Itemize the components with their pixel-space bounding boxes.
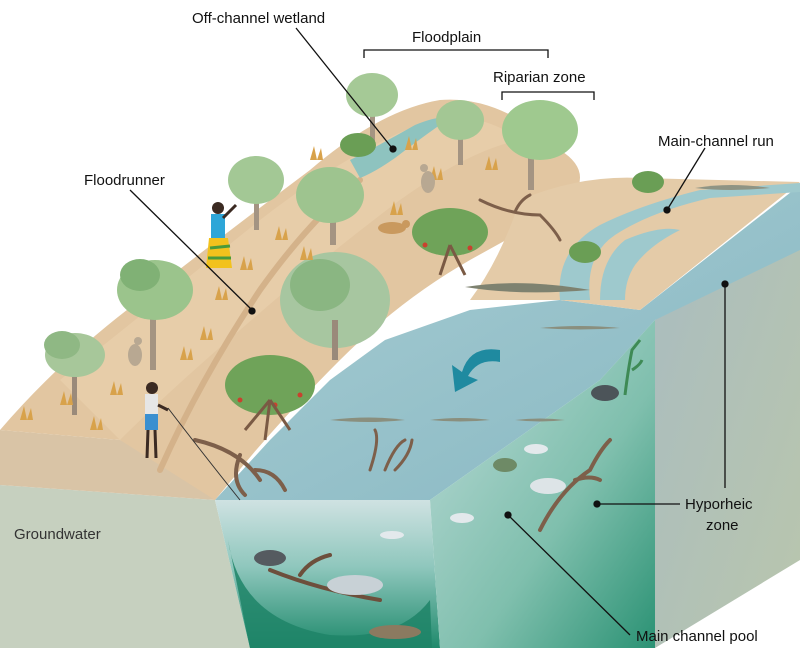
fish: [254, 385, 619, 639]
tree-5-weeping: [280, 252, 390, 360]
groundwater-block: [0, 430, 250, 648]
trees: [44, 73, 664, 441]
pool-basin: [228, 540, 432, 648]
label-hyporheic-line1: Hyporheic: [685, 496, 753, 513]
main-channel-run-water: [559, 183, 800, 300]
annotation-lines: [129, 27, 729, 636]
label-floodrunner: Floodrunner: [84, 172, 165, 189]
crocodile-bank: [465, 283, 590, 293]
label-main-channel-run: Main-channel run: [658, 133, 774, 150]
person-woman: [206, 202, 238, 268]
tree-3: [228, 156, 284, 230]
person-fisher: [145, 382, 241, 501]
tree-2: [117, 259, 193, 370]
label-main-channel-pool: Main channel pool: [636, 628, 758, 645]
shrub-red-1: [225, 355, 315, 441]
aquatic-plant: [623, 339, 644, 396]
label-off-channel-wetland: Off-channel wetland: [192, 10, 325, 27]
label-riparian-zone: Riparian zone: [493, 69, 586, 86]
channel-branch: [600, 228, 680, 300]
crocodile-far: [695, 185, 770, 190]
label-floodplain: Floodplain: [412, 29, 481, 46]
crocodiles-water: [330, 326, 620, 422]
wildlife: [128, 164, 770, 639]
label-groundwater: Groundwater: [14, 526, 101, 543]
shrub-small-2: [632, 171, 664, 193]
kangaroo-1: [128, 337, 142, 366]
shrub-small-1: [340, 133, 376, 157]
kangaroo-2: [420, 164, 435, 193]
shrub-small-3: [569, 241, 601, 263]
tree-4: [296, 167, 364, 245]
people: [145, 202, 241, 501]
tree-1: [44, 331, 105, 415]
current-arrow: [452, 349, 500, 392]
dingo: [378, 220, 410, 234]
tree-7: [436, 100, 484, 165]
tree-8-riparian: [502, 100, 578, 190]
label-hyporheic-line2: zone: [706, 517, 739, 534]
snags: [193, 193, 612, 602]
off-channel-wetland: [350, 117, 450, 178]
shrub-red-2: [412, 208, 488, 276]
